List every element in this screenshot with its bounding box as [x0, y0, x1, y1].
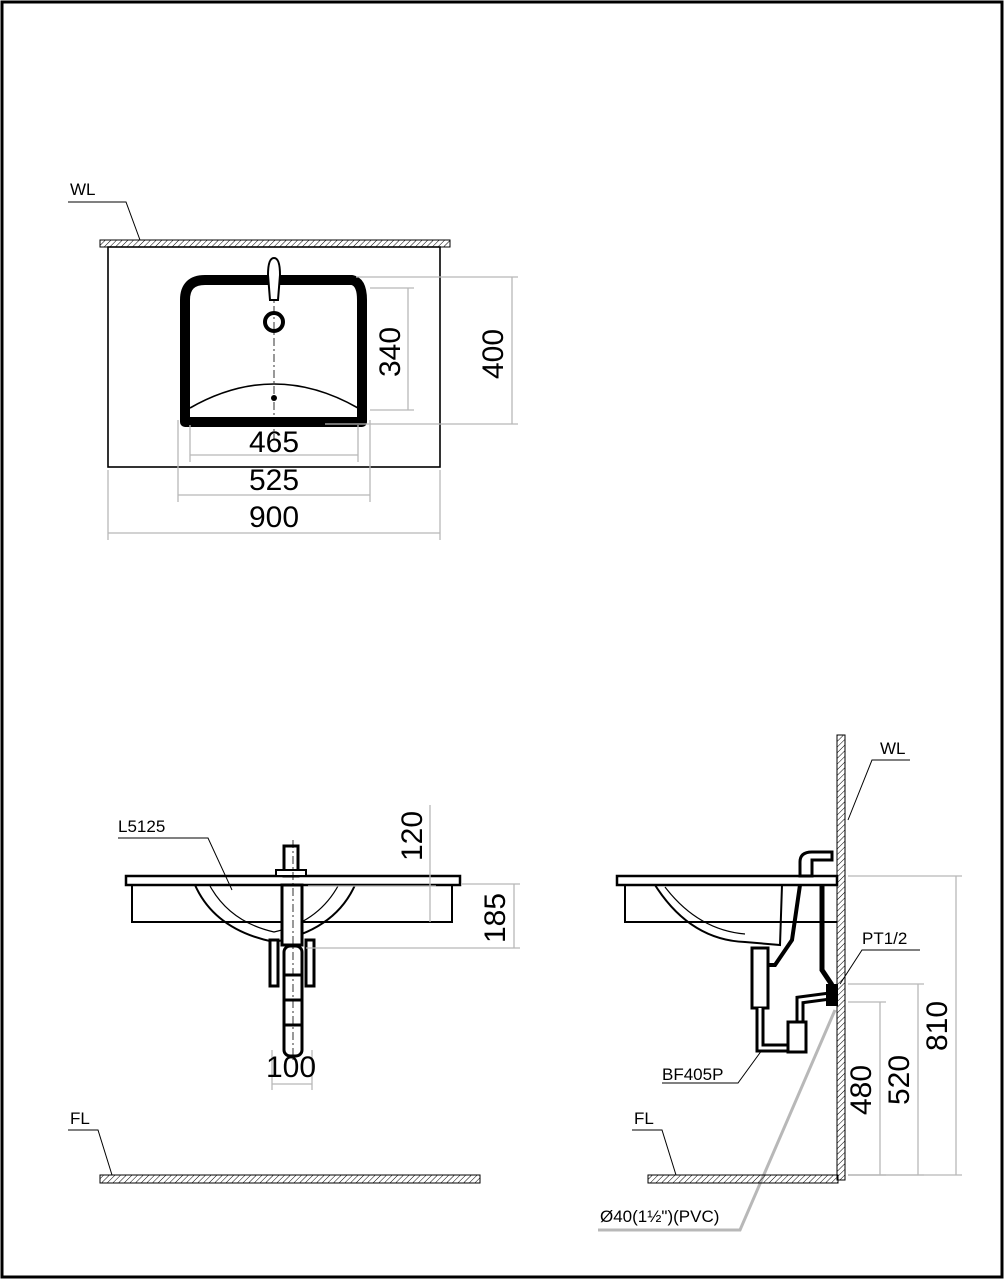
side-floor-strip — [647, 1174, 839, 1184]
front-floor-leader — [68, 1129, 113, 1176]
trap-leader — [662, 1049, 763, 1084]
front-floor-strip — [99, 1174, 481, 1184]
front-bowl — [194, 884, 356, 944]
dim-340: 340 — [374, 327, 407, 377]
side-wall-label: WL — [880, 739, 906, 758]
side-bowl — [654, 884, 783, 947]
dim-100: 100 — [266, 1051, 316, 1084]
vanity-outline — [107, 246, 441, 468]
dim-900: 900 — [249, 501, 299, 534]
dim-525: 525 — [249, 464, 299, 497]
side-floor-leader — [632, 1129, 677, 1176]
side-counter — [615, 874, 839, 887]
side-wall-strip — [836, 734, 846, 1181]
dim-465: 465 — [249, 426, 299, 459]
top-wall-label: WL — [70, 180, 96, 199]
side-faucet — [798, 850, 834, 878]
drain-leader — [598, 1009, 837, 1232]
top-wall-leader — [68, 201, 141, 241]
supply-label: PT1/2 — [862, 929, 907, 948]
basin-bottom-rim — [180, 405, 367, 427]
trap-label: BF405P — [662, 1065, 723, 1084]
dim-520: 520 — [883, 1055, 916, 1105]
supply-leader — [839, 949, 920, 985]
top-wall-strip — [99, 239, 451, 248]
model-leader — [118, 837, 233, 891]
side-wall-leader — [847, 759, 910, 821]
bowl-curve — [189, 383, 359, 409]
dim-120: 120 — [396, 811, 429, 861]
front-floor-label: FL — [70, 1109, 90, 1128]
dim-480: 480 — [845, 1065, 878, 1115]
dim-400: 400 — [477, 329, 510, 379]
side-view: WL PT1/2 BF405P Ø40(1½")(PVC) FL — [598, 734, 962, 1232]
faucet-hole — [263, 311, 285, 333]
drain-label: Ø40(1½")(PVC) — [600, 1207, 719, 1226]
front-view: L5125 120 185 100 — [68, 805, 520, 1184]
drain-point — [271, 395, 277, 401]
top-view: WL 465 525 900 340 — [68, 180, 518, 540]
dim-810: 810 — [921, 1001, 954, 1051]
faucet-top — [266, 256, 282, 301]
dim-185: 185 — [479, 893, 512, 943]
model-label: L5125 — [118, 817, 165, 836]
side-floor-label: FL — [634, 1109, 654, 1128]
